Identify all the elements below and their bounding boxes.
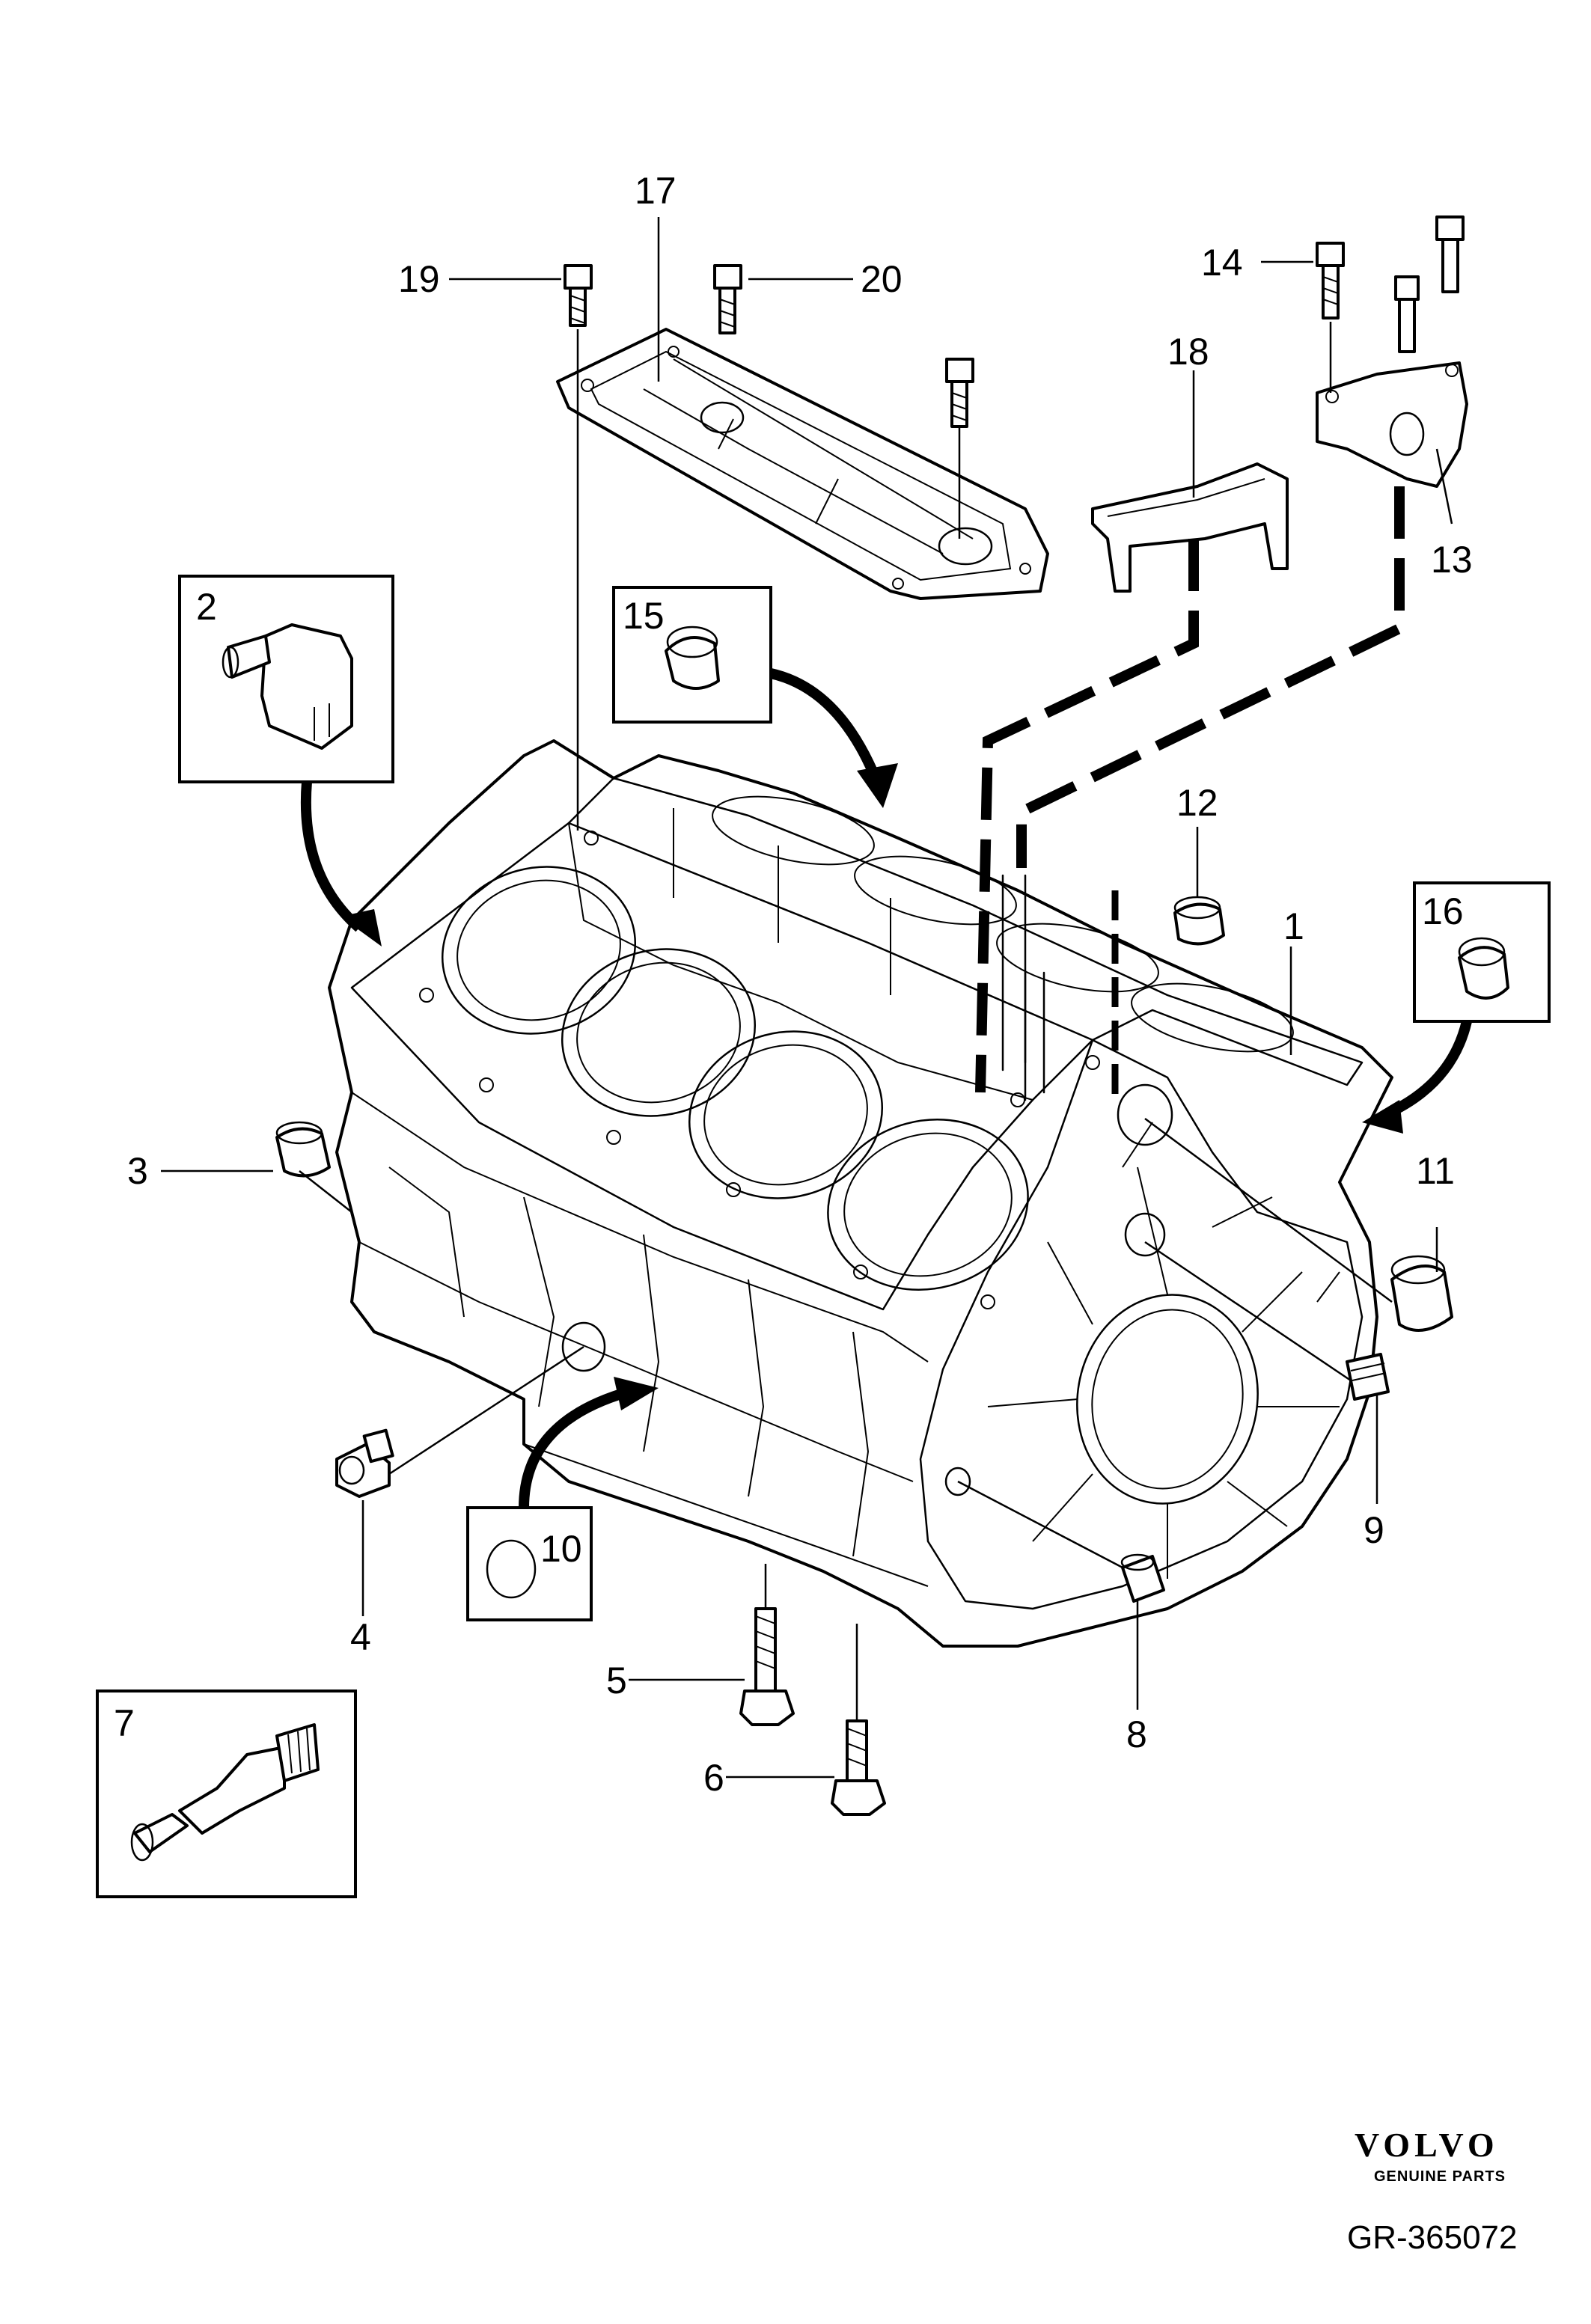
- callout-6: 6: [703, 1757, 724, 1799]
- bolt-bracket-13a: [1394, 275, 1420, 353]
- inset-box-2: [178, 575, 394, 783]
- valley-cover-plate: [556, 328, 1049, 600]
- plug-4: [335, 1428, 394, 1498]
- bracket-18: [1091, 462, 1289, 593]
- callout-4: 4: [350, 1616, 371, 1658]
- callout-9: 9: [1364, 1509, 1384, 1551]
- inset-box-7: [96, 1690, 357, 1898]
- genuine-parts-label: GENUINE PARTS: [1374, 2168, 1506, 2185]
- callout-14: 14: [1201, 242, 1243, 284]
- drawing-code: GR-365072: [1347, 2219, 1517, 2256]
- callout-3: 3: [127, 1150, 148, 1192]
- bolt-6: [831, 1719, 886, 1816]
- bolt-19: [564, 264, 593, 327]
- callout-1: 1: [1283, 905, 1304, 947]
- callout-16: 16: [1422, 890, 1464, 932]
- bolt-14: [1316, 242, 1345, 319]
- cylinder-bores: [441, 795, 1294, 1291]
- plug-12: [1173, 896, 1225, 946]
- bracket-13: [1316, 361, 1468, 488]
- volvo-genuine-parts-logo: VOLVO GENUINE PARTS: [1355, 2126, 1506, 2185]
- dowel-8: [1120, 1553, 1165, 1603]
- inset-box-16: [1413, 881, 1551, 1023]
- inset-box-10: [466, 1506, 593, 1621]
- arrow-from-box-10: [519, 1377, 659, 1508]
- callout-12: 12: [1176, 782, 1218, 824]
- callout-5: 5: [606, 1660, 627, 1701]
- leader-lines: [161, 217, 1453, 1779]
- callout-7: 7: [114, 1702, 135, 1744]
- fitting-9: [1346, 1353, 1390, 1401]
- callout-17: 17: [635, 170, 677, 212]
- bolt-5: [739, 1607, 795, 1726]
- bolt-bracket-13b: [1435, 215, 1465, 293]
- callout-15: 15: [623, 595, 665, 637]
- plug-11: [1390, 1255, 1453, 1332]
- callout-11: 11: [1416, 1150, 1455, 1192]
- callout-8: 8: [1126, 1713, 1147, 1755]
- dashed-assembly-line-13: [1016, 486, 1405, 868]
- engine-block: [328, 739, 1393, 1648]
- bolt-valley-cover: [945, 358, 974, 428]
- callout-18: 18: [1167, 331, 1209, 373]
- arrow-from-box-15: [769, 668, 898, 808]
- callout-10: 10: [540, 1528, 582, 1570]
- dashed-assembly-line-18: [975, 539, 1199, 1093]
- volvo-wordmark: VOLVO: [1355, 2126, 1499, 2164]
- callout-numbers: 1 2 3 4 5 6 7 8 9 10 11 12 13 14 15 16 1…: [114, 170, 1473, 1799]
- arrow-from-box-2: [300, 781, 382, 947]
- callout-20: 20: [861, 258, 903, 300]
- callout-19: 19: [398, 258, 440, 300]
- inset-box-15: [612, 586, 772, 724]
- arrow-from-box-16: [1362, 1020, 1472, 1134]
- bolt-20: [713, 264, 742, 334]
- callout-13: 13: [1431, 539, 1473, 581]
- callout-2: 2: [196, 586, 217, 628]
- plug-3: [275, 1121, 331, 1178]
